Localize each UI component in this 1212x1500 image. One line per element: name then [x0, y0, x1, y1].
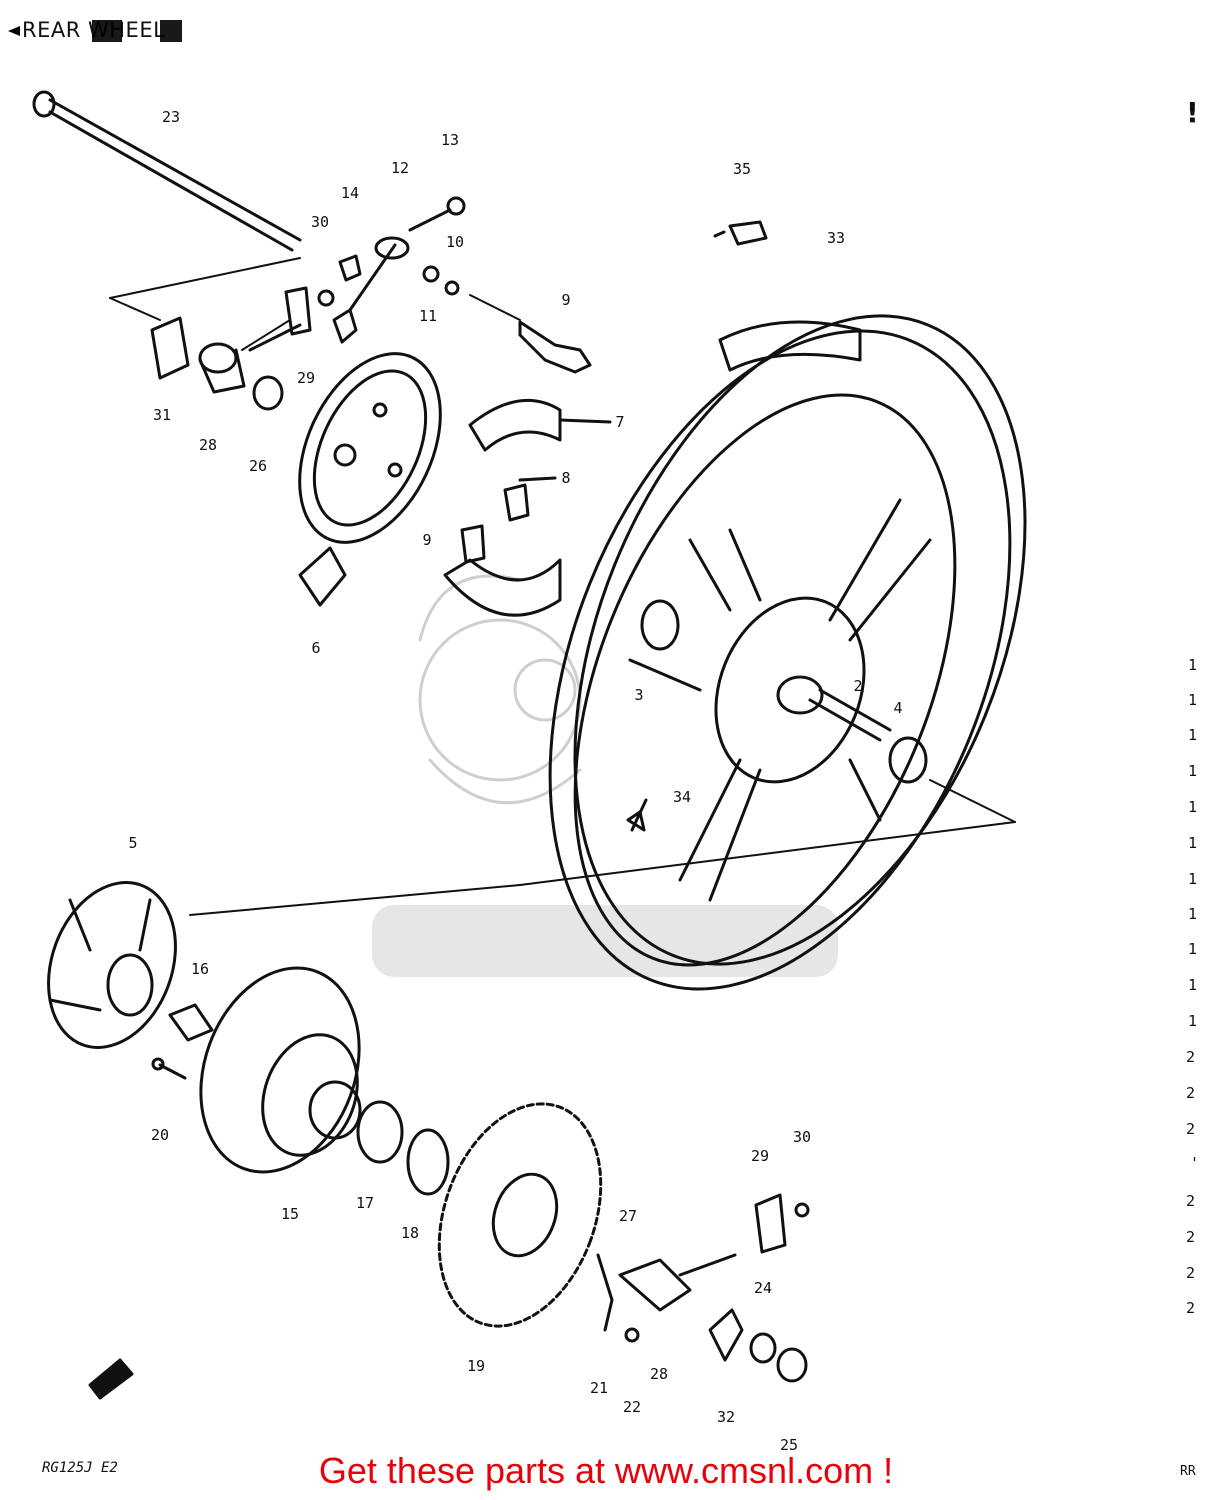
- callout-label: 3: [634, 686, 644, 704]
- brake-cam: [518, 320, 592, 374]
- chain-adjuster-left: [150, 236, 410, 411]
- margin-index: 2: [1186, 1264, 1196, 1282]
- callout-label: 31: [152, 406, 172, 424]
- margin-index: 1: [1188, 905, 1198, 923]
- callout-label: 24: [753, 1279, 773, 1297]
- adjuster-bolt: [348, 196, 466, 312]
- callout-label: 29: [296, 369, 316, 387]
- callout-label: 12: [390, 159, 410, 177]
- margin-index: 1: [1188, 834, 1198, 852]
- oil-seal: [406, 1128, 450, 1196]
- front-arrow-icon: [88, 1358, 134, 1400]
- redaction-bar: [160, 20, 182, 42]
- parts-link-banner[interactable]: Get these parts at www.cmsnl.com !: [318, 1450, 894, 1491]
- rear-sprocket: [437, 1102, 603, 1328]
- callout-label: 23: [161, 108, 181, 126]
- sprocket-hub: [491, 1172, 559, 1258]
- sprocket-drum: [199, 966, 362, 1174]
- margin-index: 1: [1188, 656, 1198, 674]
- rear-wheel: [548, 314, 1027, 991]
- cush-drive-damper: [47, 881, 177, 1049]
- margin-index: ': [1190, 1154, 1200, 1172]
- callout-label: 9: [561, 291, 571, 309]
- washer: [444, 280, 460, 296]
- callout-label: 35: [732, 160, 752, 178]
- brake-shoes: [443, 398, 612, 617]
- margin-index: 1: [1188, 691, 1198, 709]
- callout-label: 19: [466, 1357, 486, 1375]
- callout-label: 4: [893, 699, 903, 717]
- callout-label: 11: [418, 307, 438, 325]
- callout-label: 10: [445, 233, 465, 251]
- callout-label: 27: [618, 1207, 638, 1225]
- callout-label: 16: [190, 960, 210, 978]
- callout-label: 25: [779, 1436, 799, 1454]
- margin-index: 1: [1188, 976, 1198, 994]
- callout-label: 32: [716, 1408, 736, 1426]
- callout-label: 34: [672, 788, 692, 806]
- margin-index: 1: [1188, 798, 1198, 816]
- rear-axle: [32, 90, 302, 252]
- header-arrow-icon: [8, 26, 20, 36]
- margin-index: 2: [1186, 1120, 1196, 1138]
- callout-label: 20: [150, 1126, 170, 1144]
- callout-label: 17: [355, 1194, 375, 1212]
- model-code: RG125J E2: [42, 1460, 118, 1476]
- callout-label: 30: [310, 213, 330, 231]
- callout-label: 21: [589, 1379, 609, 1397]
- callout-label: 26: [248, 457, 268, 475]
- bearing: [356, 1100, 404, 1164]
- margin-index: 2: [1186, 1084, 1196, 1102]
- callout-label: 22: [622, 1398, 642, 1416]
- margin-index: 2: [1186, 1048, 1196, 1066]
- callout-label: 33: [826, 229, 846, 247]
- callout-label: 5: [128, 834, 138, 852]
- callout-label: 30: [792, 1128, 812, 1146]
- callout-label: 28: [198, 436, 218, 454]
- washer: [422, 265, 440, 283]
- chain-adjuster-right: [596, 1193, 810, 1383]
- valve-cap: [713, 220, 768, 246]
- corner-code: RR: [1180, 1464, 1196, 1479]
- callout-label: 14: [340, 184, 360, 202]
- margin-index: 1: [1188, 762, 1198, 780]
- callout-label: 6: [311, 639, 321, 657]
- margin-index: 2: [1186, 1228, 1196, 1246]
- callout-label: 18: [400, 1224, 420, 1242]
- assembly-guide-lines: [109, 257, 1016, 916]
- margin-index: 1: [1188, 726, 1198, 744]
- margin-index: 1: [1188, 940, 1198, 958]
- callout-label: 7: [615, 413, 625, 431]
- callout-label: 9: [422, 531, 432, 549]
- callout-label: 29: [750, 1147, 770, 1165]
- margin-index: 2: [1186, 1299, 1196, 1317]
- margin-index: 1: [1188, 870, 1198, 888]
- callout-label: 15: [280, 1205, 300, 1223]
- spacer-and-bolt: [151, 1003, 214, 1080]
- brake-panel: [298, 352, 442, 607]
- callout-label: 2: [853, 677, 863, 695]
- callout-label: 13: [440, 131, 460, 149]
- top-right-mark: !: [1186, 96, 1199, 129]
- margin-index: 1: [1188, 1012, 1198, 1030]
- callout-label: 28: [649, 1365, 669, 1383]
- margin-index: 2: [1186, 1192, 1196, 1210]
- callout-label: 8: [561, 469, 571, 487]
- redaction-bar: [92, 20, 122, 42]
